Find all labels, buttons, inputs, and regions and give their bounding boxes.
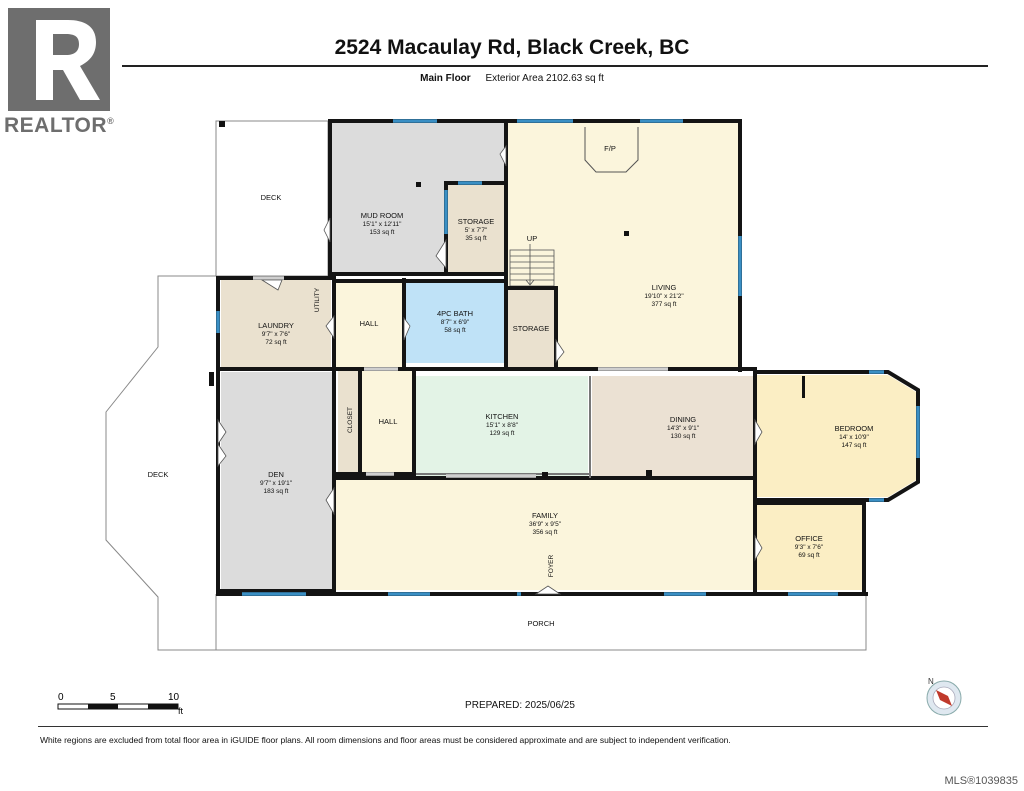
deck-top-label: DECK — [261, 193, 282, 202]
living-label: LIVING 19'10" x 21'2" 377 sq ft — [644, 283, 684, 308]
compass-icon: N — [926, 677, 962, 716]
hall-upper-label: HALL — [360, 319, 379, 328]
scale-tick-10: 10 — [168, 692, 180, 703]
realtor-logo: REALTOR® — [0, 0, 130, 140]
storage-top-label: STORAGE 5' x 7'7" 35 sq ft — [458, 217, 495, 242]
utility-label: UTILITY — [314, 287, 321, 312]
svg-text:DEN: DEN — [268, 470, 284, 479]
floor-subtitle: Main Floor Exterior Area 2102.63 sq ft — [0, 73, 1024, 84]
svg-text:147 sq ft: 147 sq ft — [842, 442, 867, 449]
den-area — [221, 372, 332, 590]
deck-left-outline — [105, 275, 216, 651]
svg-text:FAMILY: FAMILY — [532, 511, 558, 520]
stairs — [509, 244, 555, 287]
svg-text:N: N — [928, 677, 934, 686]
prepared-date: PREPARED: 2025/06/25 — [465, 700, 575, 711]
door-swings — [217, 144, 763, 595]
laundry-label: LAUNDRY 9'7" x 7'6" 72 sq ft — [258, 321, 294, 346]
svg-text:377 sq ft: 377 sq ft — [652, 301, 677, 308]
disclaimer-text: White regions are excluded from total fl… — [40, 735, 731, 745]
svg-text:69 sq ft: 69 sq ft — [798, 552, 820, 559]
office-area — [757, 505, 862, 590]
closet-area — [338, 370, 360, 472]
fireplace-shape — [584, 127, 639, 173]
hall-upper-area — [335, 280, 403, 367]
svg-text:35 sq ft: 35 sq ft — [465, 235, 487, 242]
hall-lower-label: HALL — [379, 417, 398, 426]
kitchen-area — [416, 376, 588, 476]
laundry-area — [221, 280, 331, 367]
svg-text:356 sq ft: 356 sq ft — [533, 529, 558, 536]
bath-label: 4PC BATH 8'7" x 6'9" 58 sq ft — [437, 309, 473, 334]
storage-top-area — [446, 185, 504, 273]
svg-text:9'7" x 7'6": 9'7" x 7'6" — [262, 331, 291, 338]
porch-label: PORCH — [527, 619, 554, 628]
bedroom-label: BEDROOM 14' x 10'9" 147 sq ft — [835, 424, 874, 449]
realtor-r-icon — [8, 8, 110, 111]
scale-tick-0: 0 — [58, 692, 64, 703]
porch-outline — [215, 594, 867, 651]
exterior-area: Exterior Area 2102.63 sq ft — [485, 73, 604, 84]
office-label: OFFICE 9'3" x 7'6" 69 sq ft — [795, 534, 824, 559]
thin-walls — [416, 376, 591, 478]
svg-text:MUD ROOM: MUD ROOM — [361, 211, 404, 220]
svg-text:BEDROOM: BEDROOM — [835, 424, 874, 433]
windows — [216, 119, 920, 596]
svg-text:DINING: DINING — [670, 415, 696, 424]
scale-bar: 0 5 10 ft — [56, 690, 196, 720]
bath-area — [405, 283, 504, 363]
svg-text:15'1" x 12'11": 15'1" x 12'11" — [363, 221, 402, 228]
bedroom-area — [757, 375, 916, 497]
hall-lower-area — [362, 370, 414, 474]
scale-unit: ft — [178, 706, 184, 716]
svg-text:183 sq ft: 183 sq ft — [264, 488, 289, 495]
svg-text:130 sq ft: 130 sq ft — [671, 433, 696, 440]
title-divider — [122, 65, 988, 67]
svg-text:9'7" x 19'1": 9'7" x 19'1" — [260, 480, 293, 487]
den-label: DEN 9'7" x 19'1" 183 sq ft — [260, 470, 293, 495]
svg-text:OFFICE: OFFICE — [795, 534, 823, 543]
svg-text:19'10" x 21'2": 19'10" x 21'2" — [644, 293, 684, 300]
fireplace-label: F/P — [604, 144, 616, 153]
svg-text:5' x 7'7": 5' x 7'7" — [465, 227, 488, 234]
svg-text:14' x 10'9": 14' x 10'9" — [839, 434, 869, 441]
realtor-logo-text: REALTOR® — [4, 114, 115, 137]
family-label: FAMILY 36'9" x 9'5" 356 sq ft — [529, 511, 562, 536]
mls-number: MLS®1039835 — [944, 775, 1018, 787]
svg-text:LAUNDRY: LAUNDRY — [258, 321, 294, 330]
scale-tick-5: 5 — [110, 692, 116, 703]
svg-text:4PC BATH: 4PC BATH — [437, 309, 473, 318]
svg-text:72 sq ft: 72 sq ft — [265, 339, 287, 346]
closet-label: CLOSET — [347, 407, 354, 433]
family-area — [336, 480, 753, 590]
deck-left-label: DECK — [148, 470, 169, 479]
foyer-label: FOYER — [548, 555, 555, 578]
kitchen-label: KITCHEN 15'1" x 8'8" 129 sq ft — [486, 412, 519, 437]
svg-text:36'9" x 9'5": 36'9" x 9'5" — [529, 521, 562, 528]
storage-mid-label: STORAGE — [513, 324, 550, 333]
dining-label: DINING 14'3" x 9'1" 130 sq ft — [667, 415, 700, 440]
stairs-up-label: UP — [527, 234, 537, 243]
arrow-markers — [209, 121, 805, 478]
svg-text:8'7" x 6'9": 8'7" x 6'9" — [441, 319, 470, 326]
footer-divider — [38, 726, 988, 727]
svg-text:LIVING: LIVING — [652, 283, 677, 292]
property-address-title: 2524 Macaulay Rd, Black Creek, BC — [334, 36, 690, 59]
svg-text:15'1" x 8'8": 15'1" x 8'8" — [486, 422, 519, 429]
svg-text:KITCHEN: KITCHEN — [486, 412, 519, 421]
svg-text:STORAGE: STORAGE — [458, 217, 495, 226]
svg-text:153 sq ft: 153 sq ft — [370, 229, 395, 236]
storage-mid-area — [508, 290, 554, 367]
svg-text:129 sq ft: 129 sq ft — [490, 430, 515, 437]
svg-text:14'3" x 9'1": 14'3" x 9'1" — [667, 425, 700, 432]
mud-room-label: MUD ROOM 15'1" x 12'11" 153 sq ft — [361, 211, 404, 236]
interior-openings — [253, 276, 668, 478]
floor-name: Main Floor — [420, 73, 471, 84]
dining-area — [592, 376, 753, 480]
svg-text:58 sq ft: 58 sq ft — [444, 327, 466, 334]
svg-text:9'3" x 7'6": 9'3" x 7'6" — [795, 544, 824, 551]
